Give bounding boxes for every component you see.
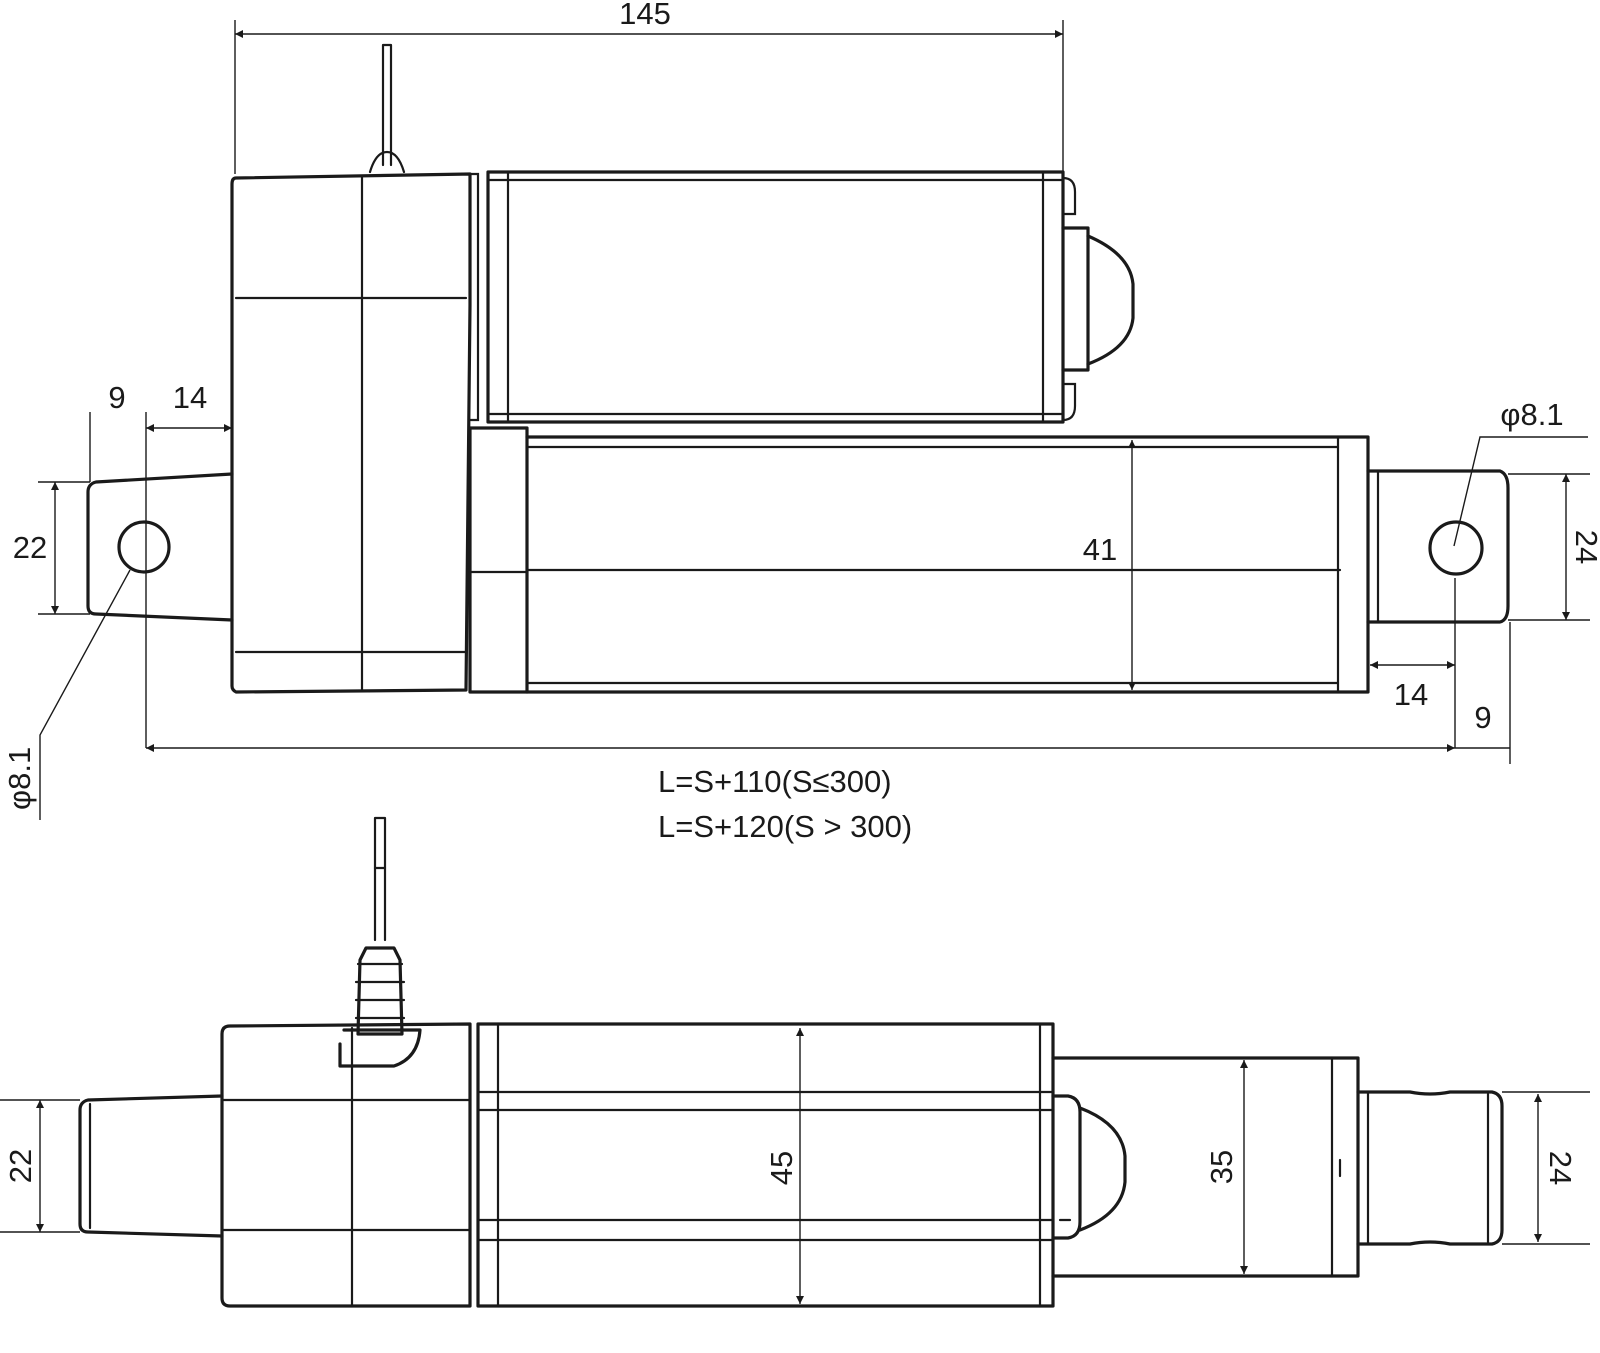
dim-rear-clevis-offset: 9 [108, 380, 125, 415]
dim-tube-height: 41 [1083, 532, 1117, 567]
side-view [86, 43, 1510, 694]
stroke-formula-1: L=S+110(S≤300) [658, 764, 892, 799]
dim-housing-height: 45 [764, 1151, 799, 1185]
dim-rear-clevis-length: 14 [173, 380, 207, 415]
stroke-formula-2: L=S+120(S > 300) [658, 809, 912, 844]
rear-mounting-hole [117, 520, 171, 574]
gearbox-housing-plan [220, 1022, 472, 1308]
top-view-dimensions: 22 45 35 24 [0, 1028, 1590, 1304]
dim-front-clevis-width-top: 24 [1569, 530, 1600, 564]
front-clevis [1366, 469, 1510, 624]
rear-stub [78, 1094, 224, 1238]
front-rod-end [1356, 1090, 1504, 1246]
top-view [78, 816, 1504, 1308]
dim-rear-hole-dia: φ8.1 [2, 747, 37, 810]
rear-clevis [86, 472, 234, 622]
cable-top [368, 43, 406, 174]
motor-body [486, 170, 1135, 424]
outer-tube [525, 435, 1370, 694]
dim-front-hole-dia: φ8.1 [1500, 397, 1563, 432]
dim-front-clevis-offset: 9 [1474, 700, 1491, 735]
cable-bottom [338, 816, 422, 1068]
front-bracket [468, 426, 529, 694]
gearbox-housing [230, 172, 480, 694]
outer-tube-plan [1051, 1056, 1360, 1278]
dim-front-clevis-width-bottom: 24 [1543, 1151, 1578, 1185]
dim-rear-clevis-width-bottom: 22 [3, 1149, 38, 1183]
dim-tube-diameter: 35 [1204, 1150, 1239, 1184]
front-mounting-hole [1428, 520, 1484, 576]
motor-body-plan [476, 1022, 1127, 1308]
dim-overall-length: 145 [619, 0, 671, 31]
dim-rear-clevis-width-top: 22 [13, 530, 47, 565]
dim-front-clevis-length: 14 [1394, 677, 1428, 712]
side-view-dimensions: 145 9 14 22 φ8.1 41 φ8.1 24 14 9 L=S+110… [2, 0, 1600, 844]
